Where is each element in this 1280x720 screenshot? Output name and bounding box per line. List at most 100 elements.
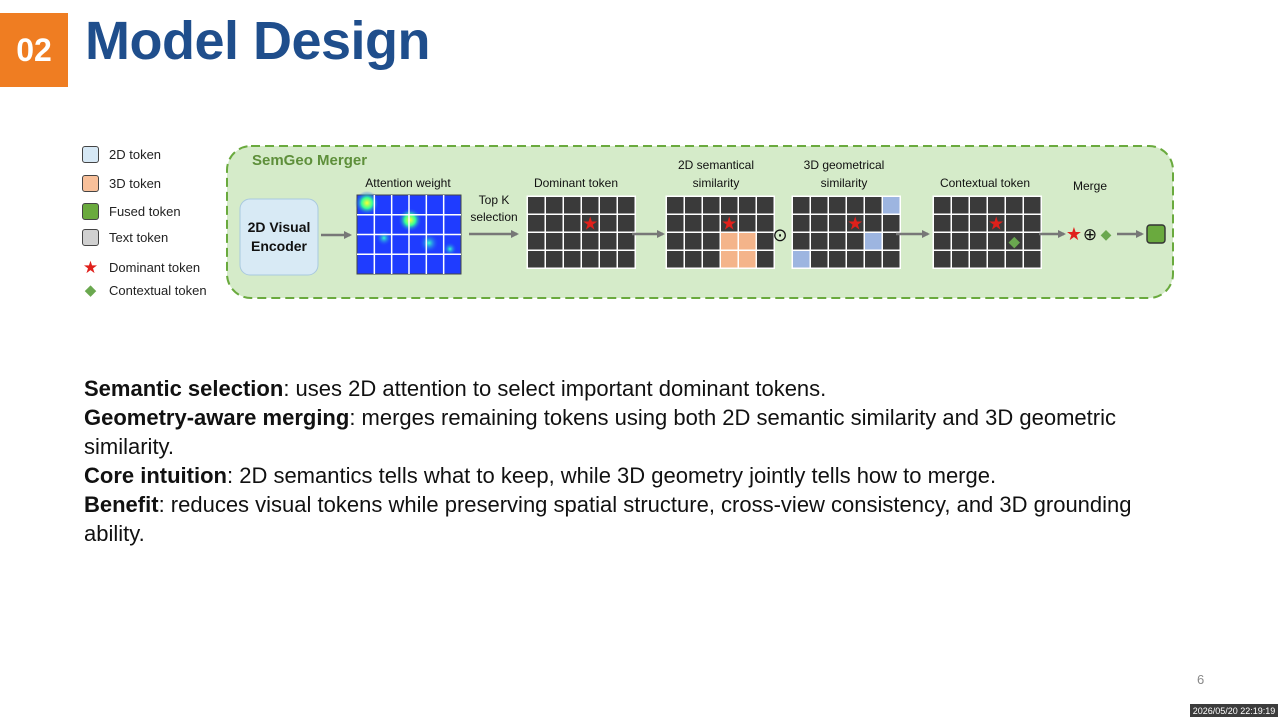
legend-item-3d-token: 3D token <box>82 173 161 193</box>
token-cell <box>970 197 987 214</box>
token-cell <box>847 233 864 250</box>
token-cell <box>739 215 756 232</box>
star-icon: ★ <box>1066 224 1082 244</box>
legend-label: 3D token <box>109 175 162 191</box>
token-cell <box>847 215 864 232</box>
star-icon: ★ <box>988 213 1004 233</box>
token-cell <box>1024 215 1041 232</box>
geometric-similarity-grid: ★ <box>791 195 901 269</box>
token-cell <box>721 233 738 250</box>
token-cell <box>528 251 545 268</box>
dominant-token-grid: ★ <box>526 195 636 269</box>
description-text: Semantic selection: uses 2D attention to… <box>84 374 1194 548</box>
token-cell <box>865 233 882 250</box>
legend-item-2d-token: 2D token <box>82 144 161 164</box>
token-cell <box>564 215 581 232</box>
token-cell <box>600 251 617 268</box>
merge-label: Merge <box>1073 179 1107 193</box>
encoder-label-line2: Encoder <box>251 238 308 254</box>
token-cell <box>667 215 684 232</box>
token-cell <box>546 197 563 214</box>
bullet-term: Geometry-aware merging <box>84 405 350 430</box>
geometric-label-line2: similarity <box>821 176 868 190</box>
dominant-label: Dominant token <box>534 176 618 190</box>
token-cell <box>970 215 987 232</box>
token-cell <box>793 197 810 214</box>
token-cell <box>1024 197 1041 214</box>
semantic-similarity-grid: ★ <box>665 195 775 269</box>
page-number: 6 <box>1197 672 1205 687</box>
panel-title: SemGeo Merger <box>252 152 367 169</box>
token-cell <box>757 233 774 250</box>
legend-item-fused-token: Fused token <box>82 201 181 221</box>
fused-token-icon <box>1146 224 1166 244</box>
token-cell <box>564 197 581 214</box>
token-cell <box>564 251 581 268</box>
token-cell <box>847 197 864 214</box>
token-cell <box>739 251 756 268</box>
token-cell <box>757 197 774 214</box>
diamond-icon: ◆ <box>1008 233 1020 250</box>
star-icon: ★ <box>582 213 598 233</box>
diamond-icon: ◆ <box>84 281 97 299</box>
token-cell <box>988 233 1005 250</box>
3d-token-swatch-icon <box>82 174 99 192</box>
2d-token-swatch-icon <box>82 145 99 163</box>
token-cell <box>934 251 951 268</box>
token-cell <box>865 251 882 268</box>
token-cell <box>618 197 635 214</box>
semgeo-merger-diagram: SemGeo Merger 2D Visual Encoder Attentio… <box>226 145 1174 299</box>
token-cell <box>829 233 846 250</box>
bullet-benefit: Benefit: reduces visual tokens while pre… <box>84 490 1194 548</box>
token-cell <box>757 215 774 232</box>
bullet-semantic-selection: Semantic selection: uses 2D attention to… <box>84 374 1194 403</box>
token-cell <box>685 215 702 232</box>
star-icon: ★ <box>82 257 99 277</box>
token-cell <box>703 197 720 214</box>
section-number-badge: 02 <box>0 13 68 87</box>
token-cell <box>685 233 702 250</box>
bullet-term: Semantic selection <box>84 376 284 401</box>
semantic-label-line2: similarity <box>693 176 740 190</box>
token-cell <box>811 233 828 250</box>
bullet-term: Benefit <box>84 492 159 517</box>
token-cell <box>1024 233 1041 250</box>
token-cell <box>1006 251 1023 268</box>
grid-frame <box>526 195 636 269</box>
diamond-icon: ◆ <box>1101 226 1112 242</box>
attention-hotspot <box>419 233 439 253</box>
token-cell <box>883 215 900 232</box>
token-cell <box>528 233 545 250</box>
contextual-token-grid: ★◆ <box>932 195 1042 269</box>
token-cell <box>582 197 599 214</box>
bullet-core-intuition: Core intuition: 2D semantics tells what … <box>84 461 1194 490</box>
encoder-label-line1: 2D Visual <box>248 219 311 235</box>
token-cell <box>793 215 810 232</box>
hadamard-product-icon: ⊙ <box>772 225 787 245</box>
token-cell <box>721 197 738 214</box>
token-cell <box>952 215 969 232</box>
token-cell <box>667 197 684 214</box>
attention-hotspot <box>443 242 457 256</box>
token-cell <box>528 215 545 232</box>
token-cell <box>528 197 545 214</box>
token-cell <box>721 215 738 232</box>
token-cell <box>703 251 720 268</box>
token-cell <box>685 197 702 214</box>
token-cell <box>865 197 882 214</box>
legend-label: Dominant token <box>109 259 201 275</box>
grid-frame <box>791 195 901 269</box>
legend-item-text-token: Text token <box>82 227 168 247</box>
legend-item-dominant-token: ★ Dominant token <box>82 257 200 277</box>
token-cell <box>564 233 581 250</box>
bullet-geometry-aware-merging: Geometry-aware merging: merges remaining… <box>84 403 1194 461</box>
token-cell <box>618 233 635 250</box>
token-cell <box>757 251 774 268</box>
legend-label: 2D token <box>109 146 162 162</box>
geometric-label-line1: 3D geometrical <box>804 158 885 172</box>
star-icon: ★ <box>847 213 863 233</box>
attention-hotspot <box>376 230 392 246</box>
token-cell <box>600 233 617 250</box>
token-cell <box>811 251 828 268</box>
token-cell <box>1006 197 1023 214</box>
